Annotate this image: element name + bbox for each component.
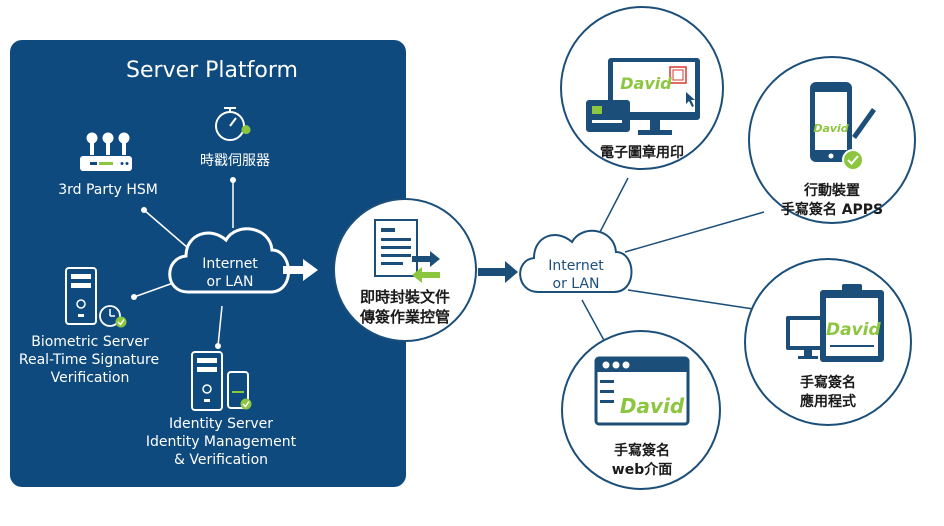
biometric-line2: Real-Time Signature [18, 352, 160, 368]
right-cloud-line1: Internet [548, 258, 604, 274]
send-arrow-icon [412, 251, 440, 267]
app-line2: 應用程式 [800, 394, 856, 410]
id-card-icon [586, 100, 630, 132]
biometric-line1: Biometric Server [31, 334, 149, 350]
signature-stamp: David [620, 74, 672, 93]
hsm-label: 3rd Party HSM [58, 182, 158, 198]
cloud-icon-right [519, 229, 633, 293]
app-line1: 手寫簽名 [800, 375, 856, 391]
location-pin-icon [241, 125, 251, 142]
identity-line3: & Verification [173, 452, 269, 468]
identity-line1: Identity Server [168, 416, 273, 432]
platform-title: Server Platform [126, 58, 298, 83]
left-cloud-line1: Internet [202, 256, 258, 272]
monitor-icon [608, 58, 700, 135]
browser-window-icon [594, 356, 690, 426]
receive-arrow-icon [412, 267, 440, 283]
arrow-hub-to-cloud [478, 261, 518, 283]
mobile-line2: 手寫簽名 APPS [780, 202, 884, 218]
stamp-label: 電子圖章用印 [600, 145, 684, 161]
right-cloud-line2: or LAN [552, 276, 600, 292]
web-line2: web介面 [611, 462, 673, 478]
clipboard-icon [820, 284, 884, 362]
document-icon [374, 219, 440, 283]
arrow-cloud-to-hub [283, 259, 318, 281]
mobile-phone-icon [810, 82, 864, 171]
pen-icon [852, 108, 876, 139]
hub-line2: 傳簽作業控管 [359, 308, 450, 326]
left-cloud-line2: or LAN [206, 274, 254, 290]
web-line1: 手寫簽名 [614, 443, 670, 459]
signature-web: David [619, 394, 685, 418]
identity-line2: Identity Management [145, 434, 297, 450]
timestamp-label: 時戳伺服器 [200, 153, 270, 169]
mobile-line1: 行動裝置 [804, 183, 860, 199]
signature-app: David [826, 320, 881, 340]
hub-line1: 即時封裝文件 [359, 288, 450, 306]
identity-server-icon [191, 351, 252, 411]
biometric-server-icon [65, 267, 127, 328]
signature-mobile: David [813, 122, 849, 135]
biometric-line3: Verification [50, 370, 130, 386]
